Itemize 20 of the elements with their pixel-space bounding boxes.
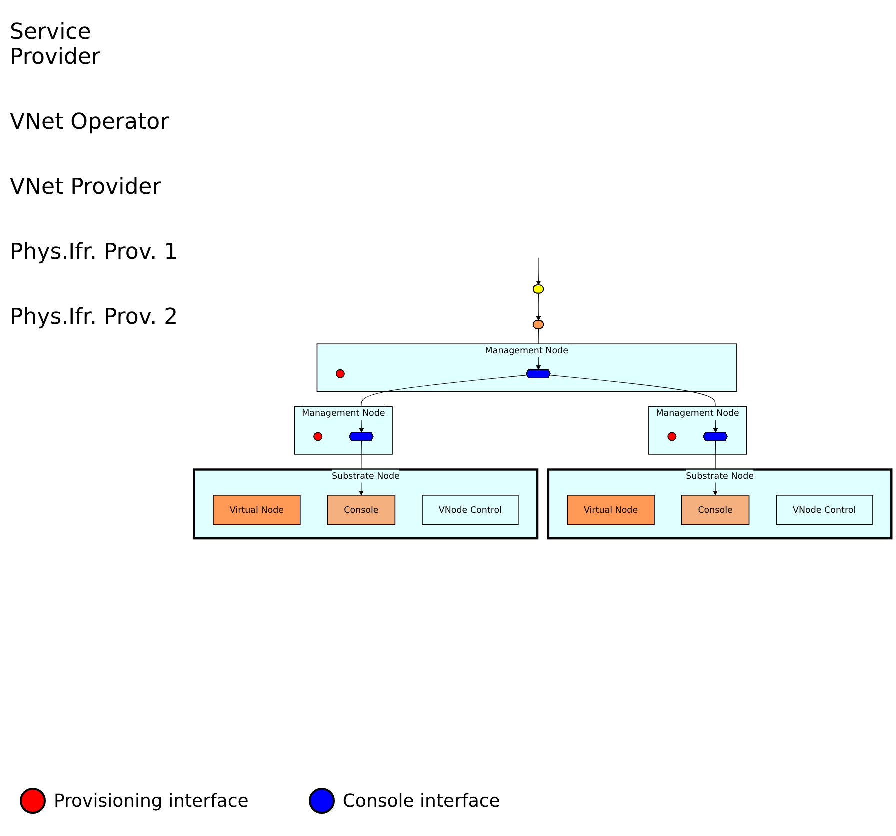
role-label: VNet Provider (10, 175, 162, 200)
role-label: VNet Operator (10, 110, 170, 135)
node-circle (668, 432, 677, 442)
node-box: VNode Control (422, 495, 519, 526)
node-circle (336, 369, 345, 378)
role-label: Phys.Ifr. Prov. 2 (10, 305, 180, 330)
role-label: Service Provider (10, 20, 102, 70)
node-circle (314, 432, 323, 442)
role-label: Phys.Ifr. Prov. 1 (10, 240, 180, 265)
legend-text: Provisioning interface (54, 790, 249, 812)
node-box: Virtual Node (567, 495, 655, 526)
arrow (550, 375, 718, 434)
node-box: Virtual Node (213, 495, 301, 526)
arrow (536, 258, 542, 286)
arrow (359, 375, 528, 434)
arrow (536, 293, 542, 322)
node-box: Console (681, 495, 750, 526)
node-box: Console (327, 495, 396, 526)
node-box: VNode Control (776, 495, 873, 526)
legend-text: Console interface (342, 790, 500, 812)
